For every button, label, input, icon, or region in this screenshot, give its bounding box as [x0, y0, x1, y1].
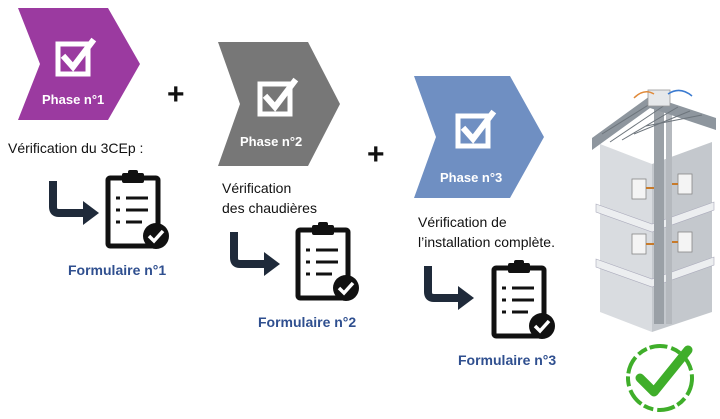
- clipboard-check-icon: [104, 170, 172, 257]
- form-1-label: Formulaire n°1: [68, 262, 167, 278]
- phase-1-label: Phase n°1: [42, 92, 105, 107]
- form-2-label: Formulaire n°2: [258, 314, 357, 330]
- phase-1-chevron: [18, 8, 140, 120]
- curved-arrow-icon: [45, 177, 105, 232]
- clipboard-check-icon: [294, 222, 362, 309]
- phase-3-label: Phase n°3: [440, 170, 503, 185]
- checkbox-icon: [55, 37, 97, 77]
- phase-3-chevron: [414, 76, 544, 198]
- curved-arrow-icon: [420, 262, 480, 317]
- clipboard-check-icon: [490, 260, 558, 347]
- checkbox-icon: [257, 77, 299, 117]
- phase-3-description: Vérification de l’installation complète.: [418, 214, 555, 250]
- form-3-label: Formulaire n°3: [458, 352, 557, 368]
- checkbox-icon: [455, 109, 497, 149]
- phase-2-description: Vérification des chaudières: [222, 180, 317, 216]
- building-illustration: [592, 84, 718, 339]
- plus-operator-2: +: [367, 138, 385, 171]
- green-check-icon: [622, 338, 700, 419]
- plus-operator-1: +: [167, 78, 185, 111]
- curved-arrow-icon: [226, 228, 286, 283]
- phase-1-description: Vérification du 3CEp :: [8, 140, 144, 156]
- phase-2-label: Phase n°2: [240, 134, 303, 149]
- phase-2-chevron: [218, 42, 340, 166]
